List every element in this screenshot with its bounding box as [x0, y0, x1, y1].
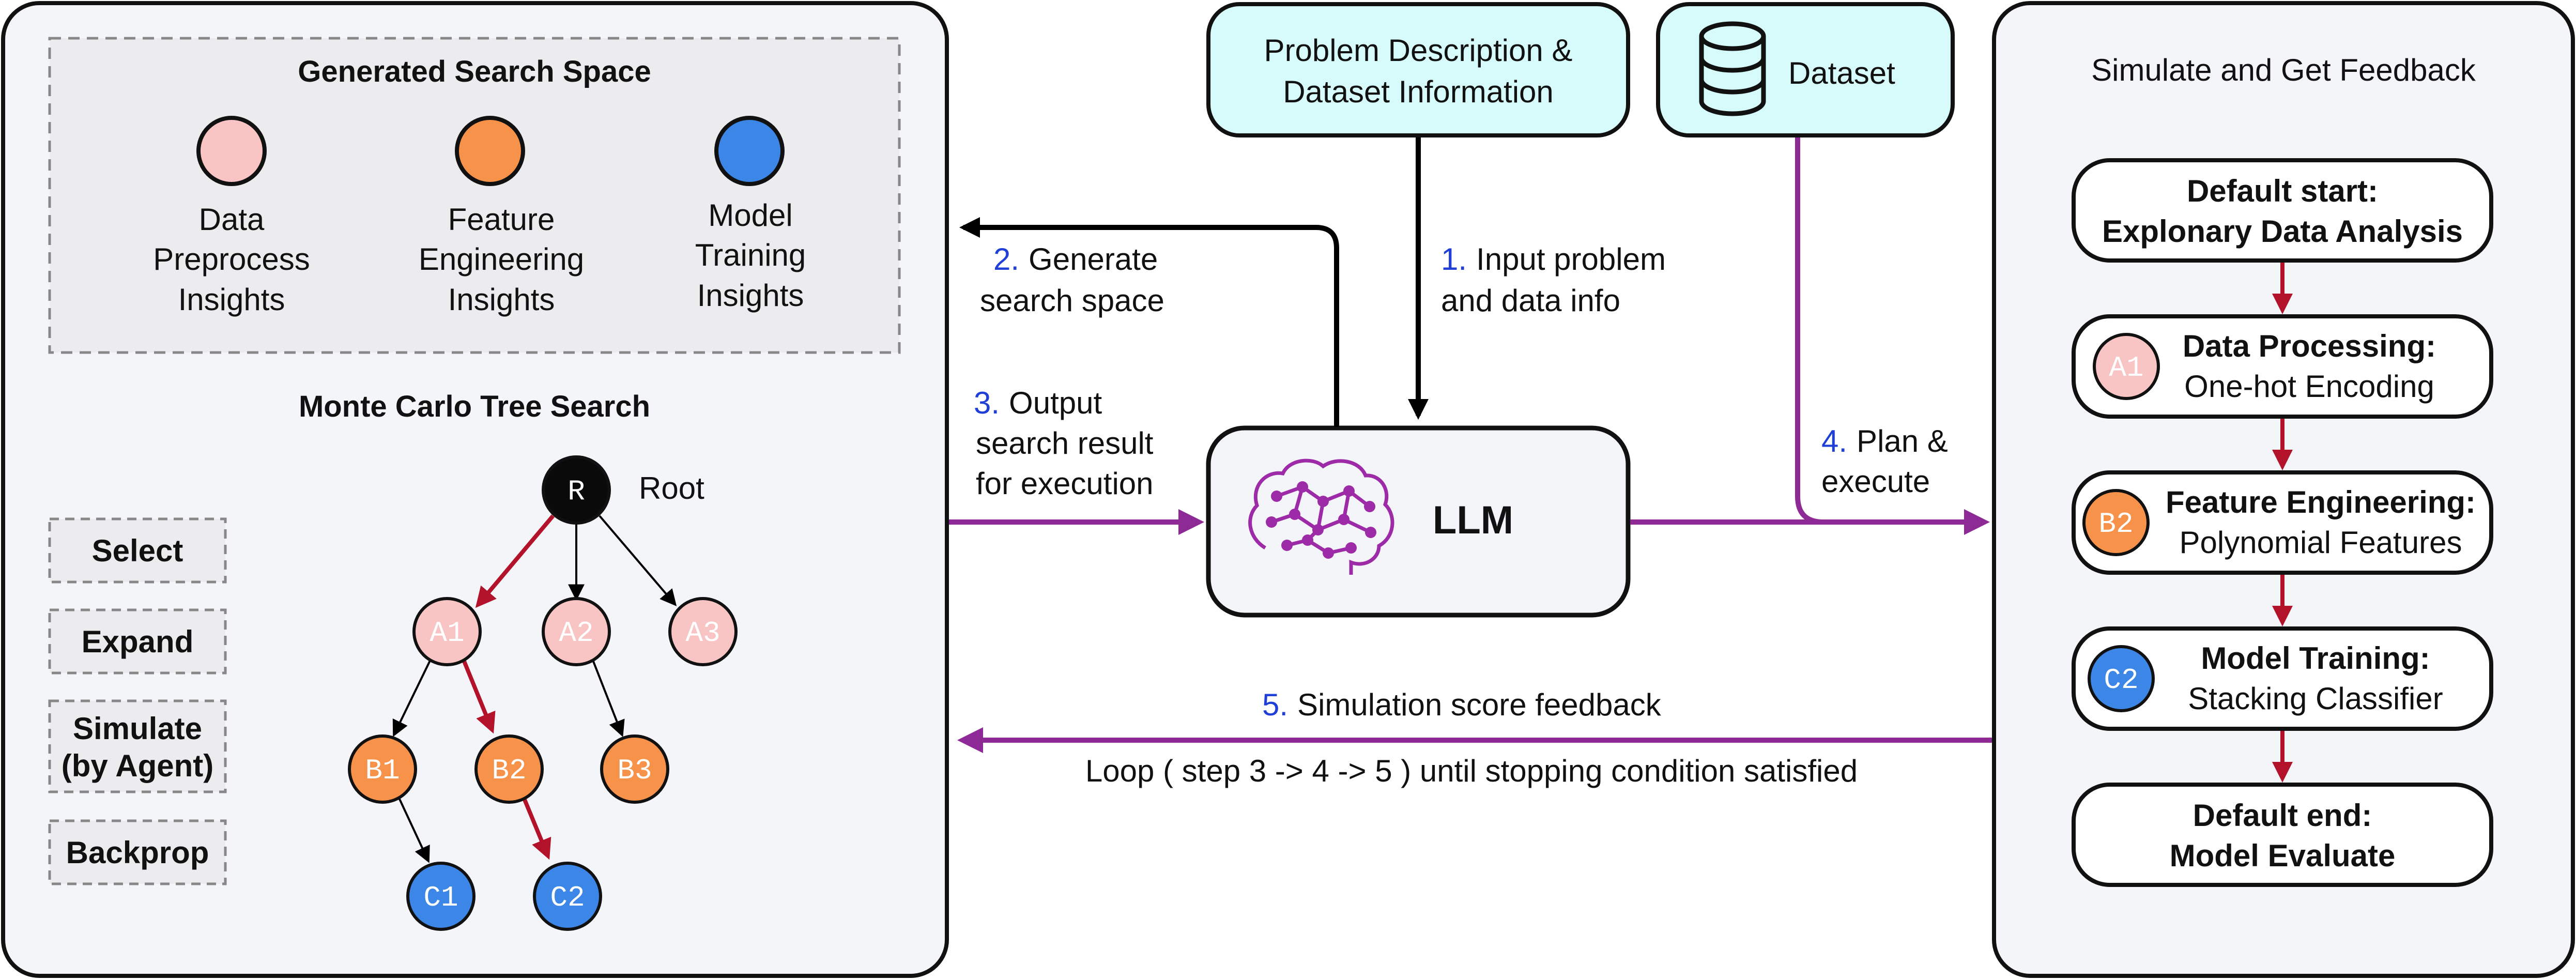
svg-text:and data info: and data info — [1441, 283, 1620, 318]
simulate-title: Simulate and Get Feedback — [2091, 53, 2476, 87]
svg-text:A1: A1 — [2109, 351, 2143, 385]
llm-box: LLM — [1206, 425, 1631, 618]
llm-label: LLM — [1433, 498, 1513, 542]
svg-text:Dataset Information: Dataset Information — [1283, 74, 1554, 109]
tree-node-B2: B2 — [474, 734, 544, 804]
svg-text:Preprocess: Preprocess — [153, 242, 310, 277]
tree-node-B1: B1 — [348, 734, 417, 804]
svg-text:Polynomial Features: Polynomial Features — [2180, 525, 2462, 560]
mcts-phase-expand: Expand — [48, 608, 227, 675]
svg-text:One-hot Encoding: One-hot Encoding — [2184, 369, 2434, 404]
mcts-title: Monte Carlo Tree Search — [299, 390, 650, 423]
step-5-label: 5.Simulation score feedback — [1262, 687, 1662, 722]
tree-node-A1: A1 — [412, 597, 482, 666]
database-icon — [1699, 21, 1766, 116]
svg-text:Insights: Insights — [448, 282, 555, 317]
svg-text:Engineering: Engineering — [419, 242, 584, 277]
svg-text:C1: C1 — [423, 881, 458, 914]
svg-text:B2: B2 — [2098, 508, 2133, 541]
svg-text:B2: B2 — [492, 754, 526, 787]
svg-text:search result: search result — [976, 426, 1154, 461]
mcts-phase-simulate: Simulate (by Agent) — [48, 699, 227, 793]
mcts-phase-select: Select — [48, 517, 227, 584]
dataset-box: Dataset — [1656, 2, 1955, 137]
svg-text:3.Output: 3.Output — [974, 386, 1102, 420]
insight-model-training: Model Training Insights — [695, 116, 806, 313]
svg-text:A2: A2 — [559, 617, 593, 650]
svg-text:Insights: Insights — [697, 278, 804, 313]
mcts-phase-backprop: Backprop — [48, 819, 227, 885]
svg-text:Simulate: Simulate — [73, 711, 202, 746]
svg-text:Dataset: Dataset — [1788, 56, 1895, 90]
svg-text:Problem Description &: Problem Description & — [1264, 33, 1573, 68]
tree-node-B3: B3 — [600, 734, 669, 804]
search-space-title: Generated Search Space — [298, 55, 651, 88]
svg-text:for execution: for execution — [976, 466, 1154, 501]
svg-text:A1: A1 — [430, 617, 464, 650]
tree-node-C2: C2 — [533, 862, 602, 931]
flow-step-model-training: C2 Model Training: Stacking Classifier — [2072, 626, 2493, 731]
tree-node-R: R — [542, 455, 611, 525]
tree-node-C1: C1 — [406, 862, 476, 931]
svg-text:2.Generate: 2.Generate — [993, 242, 1158, 277]
flow-step-data-processing: A1 Data Processing: One-hot Encoding — [2072, 314, 2493, 419]
svg-text:B3: B3 — [617, 754, 652, 787]
step-1-label: 1.Input problem and data info — [1441, 242, 1666, 318]
step-2-label: 2.Generate search space — [980, 242, 1164, 318]
svg-text:Model Training:: Model Training: — [2201, 641, 2430, 676]
tree-edges — [392, 514, 677, 863]
root-label: Root — [639, 471, 704, 506]
flow-step-feature-engineering: B2 Feature Engineering: Polynomial Featu… — [2072, 470, 2493, 575]
tree-node-A2: A2 — [542, 597, 611, 666]
brain-nodes — [1266, 481, 1376, 559]
insight-feature-engineering: Feature Engineering Insights — [419, 116, 584, 317]
flow-start-box: Default start: Explonary Data Analysis — [2072, 158, 2493, 263]
tree-node-A3: A3 — [668, 597, 738, 666]
simulate-panel: Simulate and Get Feedback Default start:… — [1992, 1, 2575, 978]
svg-text:Feature Engineering:: Feature Engineering: — [2166, 485, 2476, 519]
svg-text:C2: C2 — [2104, 664, 2138, 697]
step-3-label: 3.Output search result for execution — [974, 386, 1154, 501]
svg-text:R: R — [568, 475, 585, 508]
svg-text:Data Processing:: Data Processing: — [2183, 329, 2436, 363]
svg-text:Default end:: Default end: — [2193, 798, 2372, 833]
arrows — [949, 137, 1992, 753]
svg-text:5.Simulation score feedback: 5.Simulation score feedback — [1262, 687, 1662, 722]
svg-text:A3: A3 — [685, 617, 720, 650]
svg-text:Training: Training — [695, 238, 806, 272]
svg-text:execute: execute — [1821, 464, 1930, 499]
svg-text:Model: Model — [708, 198, 792, 233]
svg-text:Explonary Data Analysis: Explonary Data Analysis — [2102, 214, 2463, 249]
insight-data-preprocess: Data Preprocess Insights — [153, 116, 310, 317]
step-4-label: 4.Plan & execute — [1821, 424, 1948, 499]
svg-text:Select: Select — [92, 533, 183, 568]
svg-text:Data: Data — [199, 202, 265, 237]
search-space-box — [48, 37, 901, 354]
search-panel: Generated Search Space Data Preprocess I… — [1, 1, 949, 978]
svg-text:search space: search space — [980, 283, 1164, 318]
svg-text:Expand: Expand — [82, 624, 194, 659]
svg-text:(by Agent): (by Agent) — [62, 748, 213, 783]
svg-text:4.Plan &: 4.Plan & — [1821, 424, 1948, 458]
svg-text:Stacking Classifier: Stacking Classifier — [2188, 681, 2443, 716]
svg-text:Backprop: Backprop — [66, 835, 209, 870]
svg-text:1.Input problem: 1.Input problem — [1441, 242, 1666, 277]
problem-description-box: Problem Description & Dataset Informatio… — [1206, 2, 1630, 137]
svg-text:Feature: Feature — [448, 202, 555, 237]
svg-text:B1: B1 — [365, 754, 400, 787]
flow-end-box: Default end: Model Evaluate — [2072, 783, 2493, 887]
svg-text:Model Evaluate: Model Evaluate — [2170, 838, 2396, 873]
svg-text:Default start:: Default start: — [2187, 174, 2378, 208]
svg-text:Insights: Insights — [178, 282, 285, 317]
svg-text:C2: C2 — [550, 881, 585, 914]
loop-note: Loop ( step 3 -> 4 -> 5 ) until stopping… — [1085, 754, 1858, 788]
